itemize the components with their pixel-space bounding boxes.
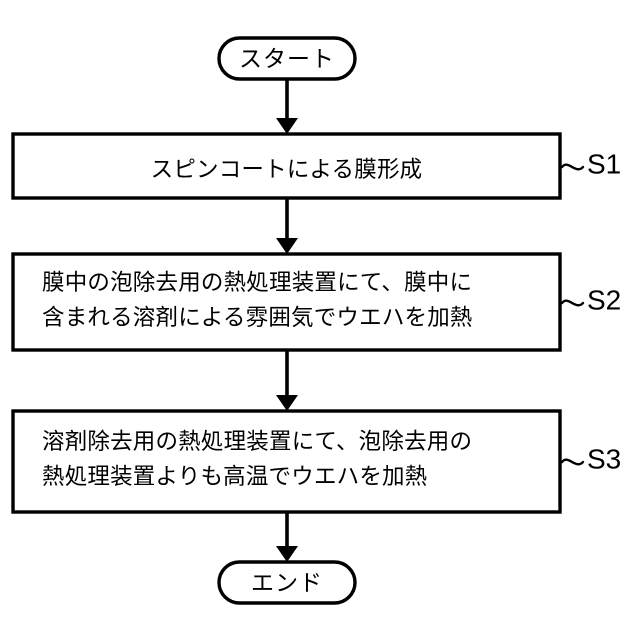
step-box-s1 — [11, 132, 562, 200]
step-label-s2-code: S2 — [587, 284, 621, 315]
end-terminal: エンド — [217, 560, 357, 605]
step-box-s2-shape — [11, 252, 562, 352]
step-box-s2-text-line1: 膜中の泡除去用の熱処理装置にて、膜中に — [42, 270, 473, 296]
arrow-s1-to-s2-head — [276, 238, 298, 254]
arrow-s2-to-s3-head — [276, 395, 298, 411]
step-label-s1-tilde — [560, 163, 585, 171]
step-label-s3-tilde — [560, 458, 585, 466]
step-box-s3 — [11, 409, 562, 514]
step-box-s1-text: スピンコートによる膜形成 — [150, 157, 423, 183]
step-box-s2 — [11, 252, 562, 352]
start-terminal: スタート — [217, 36, 357, 81]
start-terminal-label: スタート — [239, 47, 335, 73]
step-box-s3-text-line1: 溶剤除去用の熱処理装置にて、泡除去用の — [42, 429, 473, 455]
arrow-start-to-s1 — [276, 79, 298, 134]
arrow-s3-to-end — [276, 512, 298, 562]
arrow-start-to-s1-head — [276, 118, 298, 134]
end-terminal-shape — [217, 560, 357, 605]
end-terminal-label: エンド — [251, 571, 323, 597]
step-label-s1: S1 — [560, 148, 621, 179]
arrow-s3-to-end-head — [276, 546, 298, 562]
arrow-s1-to-s2 — [276, 198, 298, 254]
step-box-s3-shape — [11, 409, 562, 514]
step-label-s3: S3 — [560, 443, 621, 474]
step-label-s2-tilde — [560, 299, 585, 307]
step-label-s2: S2 — [560, 284, 621, 315]
step-box-s1-shape — [11, 132, 562, 200]
step-label-s3-code: S3 — [587, 443, 621, 474]
step-box-s3-text-line2: 熱処理装置よりも高温でウエハを加熱 — [42, 464, 428, 490]
arrow-s2-to-s3 — [276, 350, 298, 411]
step-box-s2-text-line2: 含まれる溶剤による雰囲気でウエハを加熱 — [42, 305, 473, 331]
step-label-s1-code: S1 — [587, 148, 621, 179]
